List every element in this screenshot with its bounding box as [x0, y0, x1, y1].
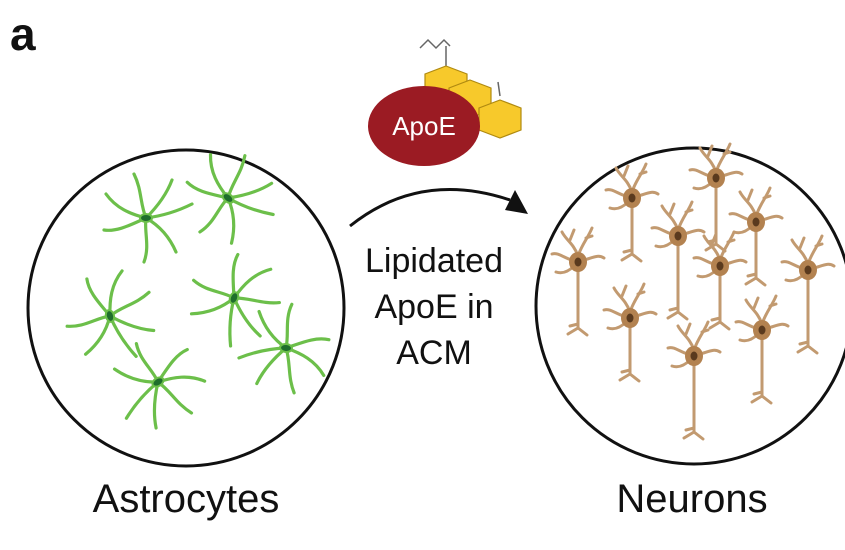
neuron-cell-icon [650, 200, 706, 321]
neuron-cell-icon [728, 186, 784, 287]
arrow-label-line-2: ApoE in [374, 288, 493, 326]
apoe-oval [368, 86, 480, 166]
neuron-culture-circle [534, 146, 845, 466]
panel-letter: a [10, 8, 36, 60]
arrow-label-line-1: Lipidated [365, 242, 503, 280]
neuron-cell-icon [692, 230, 748, 331]
astrocyte-cell-icon [237, 302, 331, 395]
neuron-cell-icon [602, 282, 658, 383]
astrocyte-cell-icon [102, 172, 194, 264]
astrocyte-cell-icon [112, 342, 207, 430]
neuron-cell-icon [550, 226, 606, 337]
arrowhead-icon [505, 190, 528, 214]
neuron-cell-icon [734, 294, 790, 405]
astrocyte-cell-icon [189, 252, 281, 348]
apoe-label: ApoE [392, 111, 456, 141]
astrocyte-cell-icon [185, 153, 275, 245]
neurons-group [550, 142, 836, 441]
neuron-cell-icon [666, 320, 722, 441]
neuron-cell-icon [780, 234, 836, 355]
transfer-arrow [349, 188, 528, 228]
astrocyte-cell-icon [65, 269, 156, 358]
astrocyte-culture-circle [26, 148, 346, 468]
neuron-cell-icon [604, 162, 660, 263]
astrocytes-caption: Astrocytes [93, 477, 280, 521]
lipid-chain [419, 38, 501, 97]
lipidated-apoe-icon: ApoE [368, 38, 522, 166]
astrocytes-group [65, 153, 331, 430]
arrow-label-line-3: ACM [396, 334, 472, 372]
neurons-caption: Neurons [616, 477, 767, 521]
